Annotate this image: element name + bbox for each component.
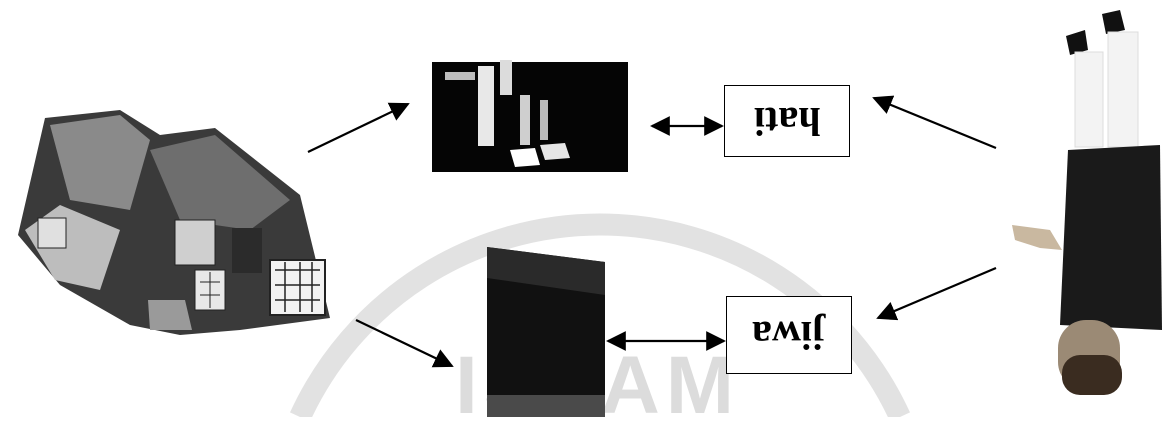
person-illustration <box>1012 10 1162 395</box>
arrow-house-to-panel <box>355 319 454 368</box>
panel-image-bottom <box>487 247 605 417</box>
hati-label: hati <box>753 98 821 144</box>
diagram-graphics <box>18 10 1162 417</box>
arrow-person-to-hati <box>872 95 997 150</box>
arrow-person-to-jiwa <box>876 266 997 321</box>
house-illustration <box>18 110 330 335</box>
hati-box: hati <box>724 85 850 157</box>
jiwa-label: jiwa <box>752 312 826 358</box>
jiwa-box: jiwa <box>726 296 852 374</box>
room-image-top <box>432 60 628 172</box>
arrow-house-to-room <box>307 102 410 153</box>
diagram-canvas: ISLAM <box>18 10 1162 427</box>
